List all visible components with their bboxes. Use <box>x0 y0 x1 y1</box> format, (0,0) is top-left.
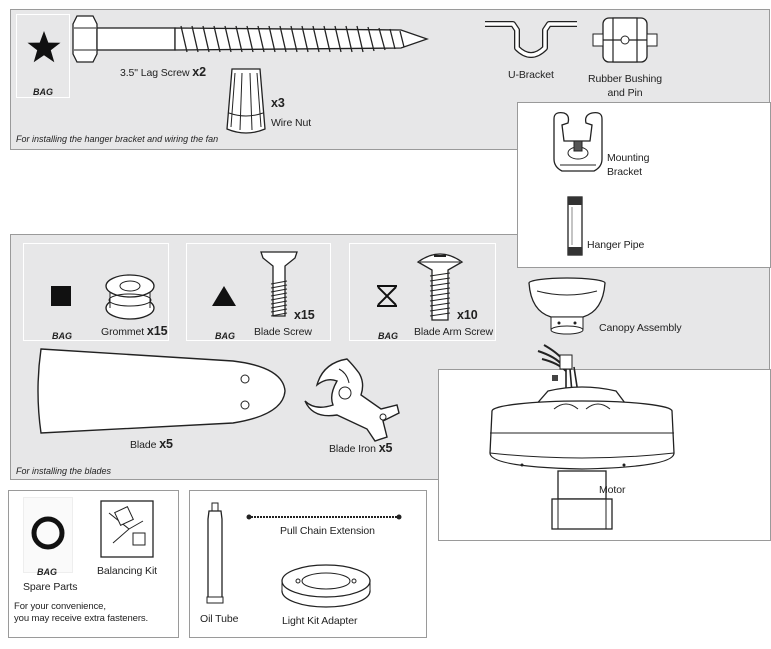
balancing-kit-label: Balancing Kit <box>97 565 157 577</box>
mounting-bracket-line2: Bracket <box>607 166 642 178</box>
oil-tube-label: Oil Tube <box>200 613 239 625</box>
blade-arm-screw-label: Blade Arm Screw <box>414 326 494 338</box>
rubber-bushing-line2: and Pin <box>607 87 643 99</box>
rubber-bushing-label: Rubber Bushing and Pin <box>585 72 665 100</box>
blade-arm-screw-box: BAG x10 Blade Arm Screw <box>349 243 496 341</box>
balancing-kit-image <box>100 500 154 558</box>
grommet-name: Grommet <box>101 326 145 338</box>
hourglass-icon <box>377 285 397 307</box>
mounting-bracket-image <box>553 111 603 172</box>
hanger-wiring-panel: BAG 3.5" Lag Screw x2 x3 Wi <box>10 9 770 150</box>
u-bracket-image <box>485 21 577 58</box>
bag-label: BAG <box>33 87 53 97</box>
grommet-bag-label: BAG <box>52 331 72 341</box>
spare-note-line2: you may receive extra fasteners. <box>14 613 149 624</box>
rubber-bushing-image <box>592 17 658 63</box>
star-icon <box>27 31 61 63</box>
spare-parts-label: Spare Parts <box>23 581 78 593</box>
wire-nut-label: Wire Nut <box>271 117 312 129</box>
hanger-pipe-label: Hanger Pipe <box>587 239 645 251</box>
lag-screw-name: 3.5" Lag Screw <box>120 67 190 79</box>
light-kit-adapter-label: Light Kit Adapter <box>282 615 358 627</box>
spare-note-line1: For your convenience, <box>14 601 106 612</box>
blade-iron-qty: x5 <box>378 441 393 455</box>
lag-screw-image <box>72 15 429 63</box>
lag-screw-label: 3.5" Lag Screw x2 <box>120 65 206 79</box>
blade-screw-box: BAG x15 Blade Screw <box>186 243 331 341</box>
motor-image <box>489 344 675 530</box>
pull-chain-label: Pull Chain Extension <box>280 525 375 537</box>
blade-arm-screw-qty: x10 <box>457 308 478 322</box>
motor-label: Motor <box>599 484 626 496</box>
oil-tube-image <box>206 502 224 604</box>
mounting-bracket-line1: Mounting <box>607 152 650 164</box>
grommet-box: BAG Grommet x15 <box>23 243 169 341</box>
blade-arm-screw-bag-label: BAG <box>378 331 398 341</box>
grommet-image <box>105 274 155 320</box>
blade-name: Blade <box>130 439 157 451</box>
blade-screw-bag-label: BAG <box>215 331 235 341</box>
blades-note: For installing the blades <box>16 466 112 476</box>
canopy-image <box>528 277 606 335</box>
wire-nut-image <box>226 68 266 134</box>
grommet-qty: x15 <box>146 324 168 338</box>
ring-icon <box>31 516 65 550</box>
hanger-wiring-note: For installing the hanger bracket and wi… <box>16 134 219 144</box>
lag-screw-qty: x2 <box>192 65 206 79</box>
blade-image <box>37 348 286 434</box>
canopy-label: Canopy Assembly <box>599 322 682 334</box>
blade-label: Blade x5 <box>130 437 173 451</box>
blade-iron-image <box>304 358 400 442</box>
mounting-bracket-label: Mounting Bracket <box>607 151 650 179</box>
wire-nut-qty: x3 <box>271 96 285 110</box>
spare-bag-box <box>23 497 73 573</box>
hanger-pipe-image <box>567 196 583 256</box>
spare-bag-label: BAG <box>37 567 57 577</box>
bag-box-star: BAG <box>16 14 70 98</box>
u-bracket-label: U-Bracket <box>508 69 554 81</box>
pull-chain-image <box>246 514 402 520</box>
misc-parts-panel: Oil Tube Pull Chain Extension Light Kit … <box>189 490 427 638</box>
blade-screw-label: Blade Screw <box>254 326 312 338</box>
rubber-bushing-line1: Rubber Bushing <box>588 73 662 85</box>
bracket-panel: Mounting Bracket Hanger Pipe <box>517 102 771 268</box>
square-icon <box>51 286 71 306</box>
triangle-icon <box>212 286 236 306</box>
blade-screw-qty: x15 <box>294 308 315 322</box>
light-kit-adapter-image <box>281 564 371 608</box>
blade-arm-screw-image <box>416 253 464 321</box>
blade-screw-image <box>260 251 298 317</box>
blade-iron-name: Blade Iron <box>329 443 376 455</box>
blade-qty: x5 <box>159 437 173 451</box>
spare-parts-panel: BAG Spare Parts Balancing Kit For your c… <box>8 490 179 638</box>
grommet-label: Grommet x15 <box>101 324 168 338</box>
blade-iron-label: Blade Iron x5 <box>329 441 393 455</box>
